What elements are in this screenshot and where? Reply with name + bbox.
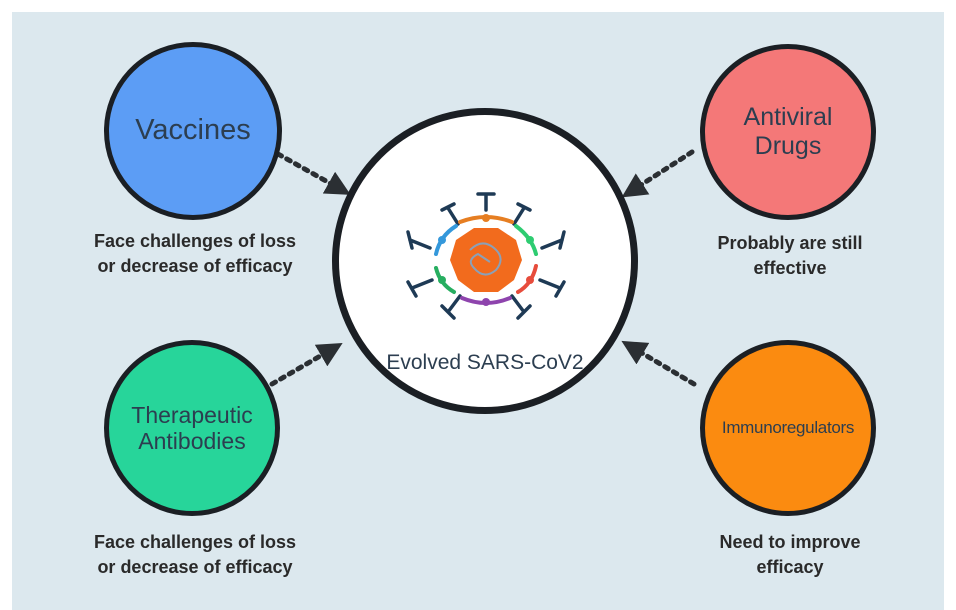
immunoregulators-description: Need to improve efficacy	[680, 530, 900, 580]
virus-icon	[406, 192, 566, 320]
immunoregulators-label: Immunoregulators	[721, 418, 855, 438]
center-virus-node: Evolved SARS-CoV2	[332, 108, 638, 414]
vaccines-description: Face challenges of loss or decrease of e…	[60, 229, 330, 279]
vaccines-description-line-1: Face challenges of loss	[93, 231, 297, 251]
immuno-description-line-1: Need to improve	[719, 532, 861, 552]
antibodies-description-line-2: or decrease of efficacy	[97, 557, 293, 577]
antibodies-description: Face challenges of loss or decrease of e…	[60, 530, 330, 580]
vaccines-node: Vaccines	[104, 42, 282, 220]
vaccines-label: Vaccines	[135, 114, 251, 147]
antibodies-description-line-1: Face challenges of loss	[93, 532, 297, 552]
antiviral-label-line-2: Drugs	[754, 132, 822, 160]
immuno-description-line-2: efficacy	[756, 557, 824, 577]
antibodies-label-line-1: Therapeutic	[131, 401, 253, 428]
antiviral-label-line-1: Antiviral	[743, 103, 833, 132]
immunoregulators-node: Immunoregulators	[700, 340, 876, 516]
center-label: Evolved SARS-CoV2	[386, 351, 584, 374]
therapeutic-antibodies-node: Therapeutic Antibodies	[104, 340, 280, 516]
vaccines-description-line-2: or decrease of efficacy	[97, 256, 293, 276]
antiviral-description-line-1: Probably are still	[717, 233, 863, 253]
antibodies-label-line-2: Antibodies	[138, 428, 246, 454]
antiviral-description-line-2: effective	[753, 258, 827, 278]
antiviral-drugs-node: Antiviral Drugs	[700, 44, 876, 220]
antiviral-description: Probably are still effective	[680, 231, 900, 281]
